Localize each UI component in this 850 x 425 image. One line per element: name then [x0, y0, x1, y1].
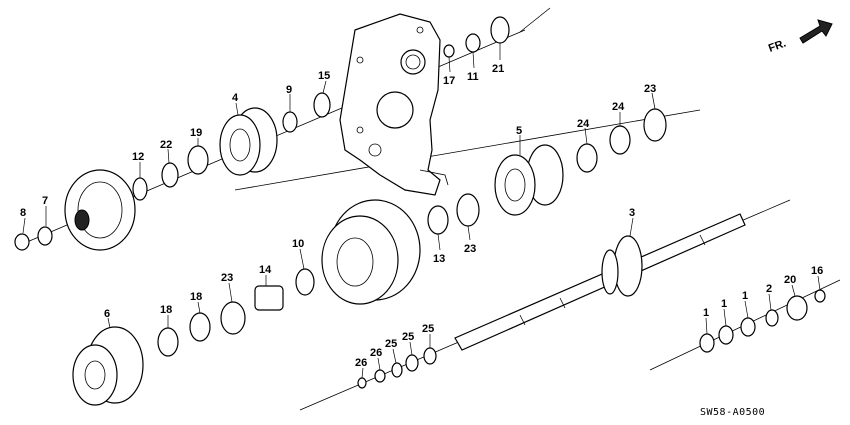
clutch-drum	[64, 169, 136, 251]
callout-11: 11	[467, 71, 479, 83]
mainshaft	[454, 213, 746, 351]
bearings-washers	[14, 16, 826, 389]
callout-4: 4	[232, 92, 239, 104]
gear-4	[219, 107, 278, 176]
callout-10: 10	[292, 238, 304, 250]
clutch-assembly	[321, 199, 421, 305]
gear-6	[72, 326, 144, 406]
callout-3: 3	[629, 207, 635, 219]
callout-18b: 18	[160, 304, 172, 316]
callout-labels: 8 7 12 22 19 4 9 15 17 11 21 5 24 24 23 …	[20, 63, 823, 369]
direction-label: FR.	[767, 37, 788, 54]
callout-19: 19	[190, 127, 202, 139]
front-direction-arrow	[799, 19, 833, 44]
transmission-cover	[339, 13, 449, 196]
callout-13: 13	[433, 253, 445, 265]
callout-15: 15	[318, 70, 330, 82]
callout-23c: 23	[221, 272, 233, 284]
callout-2: 2	[766, 283, 772, 295]
callout-25a: 25	[385, 338, 397, 350]
callout-26b: 26	[370, 347, 382, 359]
callout-leaders	[22, 43, 821, 379]
callout-21: 21	[492, 63, 504, 75]
callout-6: 6	[104, 308, 110, 320]
callout-8: 8	[20, 207, 26, 219]
callout-9: 9	[286, 84, 292, 96]
callout-7: 7	[42, 195, 48, 207]
callout-1c: 1	[742, 290, 748, 302]
callout-24a: 24	[577, 118, 590, 130]
diagram-code: SW58-A0500	[700, 407, 765, 418]
callout-22: 22	[160, 139, 172, 151]
callout-23a: 23	[644, 83, 656, 95]
callout-1b: 1	[721, 298, 727, 310]
callout-25c: 25	[422, 323, 434, 335]
gear-5	[494, 144, 564, 216]
callout-18a: 18	[190, 291, 202, 303]
callout-26a: 26	[355, 357, 367, 369]
callout-20: 20	[784, 274, 796, 286]
callout-1a: 1	[703, 307, 709, 319]
callout-12: 12	[132, 151, 144, 163]
callout-17: 17	[443, 75, 455, 87]
callout-25b: 25	[402, 331, 414, 343]
callout-5: 5	[516, 125, 522, 137]
callout-14: 14	[259, 264, 272, 276]
callout-16: 16	[811, 265, 823, 277]
callout-23b: 23	[464, 243, 476, 255]
callout-24b: 24	[612, 101, 625, 113]
